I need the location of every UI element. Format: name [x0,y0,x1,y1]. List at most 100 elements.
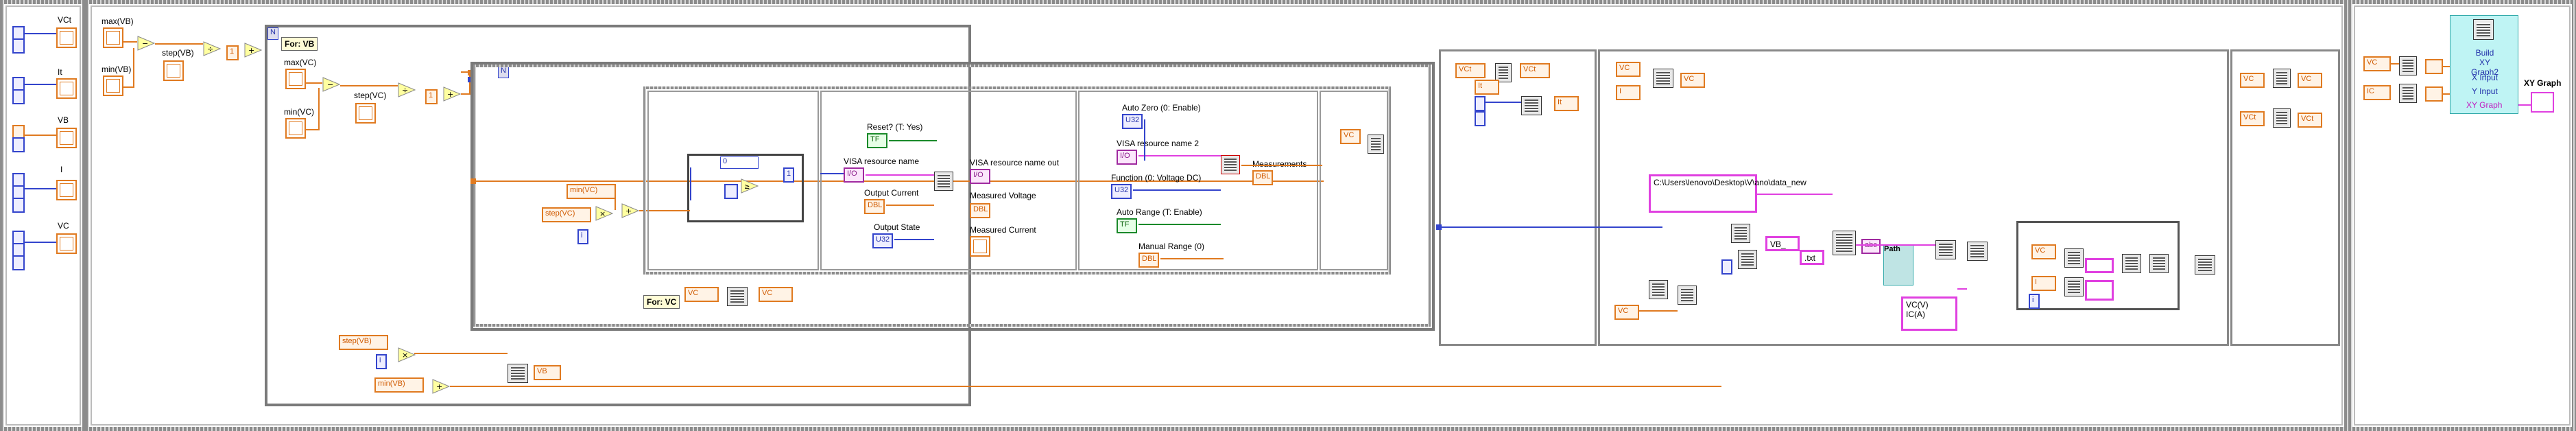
vc-local-frame4[interactable]: VC [1340,129,1361,144]
ic-graph-local[interactable]: IC [2363,85,2391,100]
output-current-control[interactable]: DBL [864,199,885,214]
right-frame-3 [2230,49,2340,346]
auto-zero-control[interactable]: U32 [1122,114,1143,129]
vb-string-constant[interactable]: VB_ [1765,236,1800,251]
left-inner-frame [5,5,81,426]
ext-string-constant[interactable]: .txt [1800,250,1824,265]
min-vb-local[interactable]: min(VB) [374,377,424,393]
reset-control[interactable]: TF [867,133,887,148]
vb-index-2[interactable] [12,137,25,152]
const-one[interactable]: 1 [226,45,239,60]
vct-array-indicator[interactable] [56,27,77,48]
step-vb-local[interactable]: step(VB) [339,335,388,350]
vb-array-indicator[interactable] [56,128,77,148]
wire [461,71,470,73]
i-index-3[interactable] [12,198,25,213]
last-vct-local[interactable]: VCt [2240,111,2265,126]
loop-count-const[interactable]: 1 [783,167,794,183]
write-file-node [1967,242,1988,261]
last-vc-local-out[interactable]: VC [2298,73,2322,88]
vb-local[interactable]: VB [534,365,561,380]
index-1[interactable] [1475,96,1486,111]
vct-local-out[interactable]: VCt [1520,63,1550,78]
measured-current-indicator[interactable] [970,236,990,257]
vc-local-right-b[interactable]: VC [1614,305,1639,320]
keithley-vi[interactable] [934,172,953,191]
wire [2443,93,2450,95]
vc-local-2[interactable]: VC [759,287,793,302]
vc-index-3[interactable] [12,255,25,270]
loop-index [724,184,738,199]
min-vc-control[interactable] [285,118,306,139]
visa-resource-control[interactable]: I/O [844,167,864,183]
build-xy-icon [2473,19,2494,40]
subtract-node-2: − [322,77,341,92]
step-vc-local[interactable]: step(VC) [542,207,591,222]
vc-array-indicator[interactable] [56,233,77,254]
min-vc-local[interactable]: min(VC) [567,184,616,199]
vc-local-loop[interactable]: VC [2031,244,2056,259]
wire [1133,189,1221,191]
it-array-indicator[interactable] [56,78,77,99]
numeric-const-zero[interactable]: 0 [720,156,759,169]
build-xy-title: Build XY Graph2 [2470,48,2499,77]
vct-index-2[interactable] [12,38,25,54]
compare-node: ≥ [741,178,759,194]
manual-range-control[interactable]: DBL [1138,253,1159,268]
svg-text:−: − [142,39,148,48]
wire [469,71,470,95]
i-local-loop[interactable]: I [2031,276,2056,291]
it-index-2[interactable] [12,89,25,104]
sub-frame-2 [820,91,1077,270]
measurements-indicator[interactable]: DBL [1252,170,1273,185]
function-control[interactable]: U32 [1111,184,1132,199]
max-vb-control[interactable] [103,27,123,48]
min-vb-control[interactable] [103,75,123,96]
visa-out-indicator[interactable]: I/O [970,169,990,184]
svg-text:+: + [436,382,442,391]
wire [615,191,616,210]
it-local[interactable]: It [1475,80,1499,95]
path-constant[interactable]: C:\Users\lenovo\Desktop\V\ano\data_new [1649,174,1806,213]
add-node: + [244,43,263,58]
index-3[interactable] [1721,259,1732,275]
i-local-right[interactable]: I [1616,85,1641,100]
vc-local-1[interactable]: VC [684,287,719,302]
concat-output: abc [1861,239,1881,254]
vc-graph-local[interactable]: VC [2363,56,2391,71]
step-vc-control[interactable] [355,103,376,124]
index-2[interactable] [1475,111,1486,126]
max-vc-control[interactable] [285,69,306,89]
min-vb-label: min(VB) [102,65,132,74]
vct-local[interactable]: VCt [1455,63,1486,78]
last-vct-local-out[interactable]: VCt [2298,113,2322,128]
vc-local-right-out[interactable]: VC [1680,73,1705,88]
replace-array-node [727,287,748,306]
manual-range-label: Manual Range (0) [1138,242,1205,251]
build-array-right-1 [1495,63,1512,82]
wire [1957,288,1967,290]
last-vc-local[interactable]: VC [2240,73,2265,88]
header-string-constant[interactable]: VC(V) IC(A) [1901,296,1957,331]
auto-range-control[interactable]: TF [1117,218,1137,233]
output-state-control[interactable]: U32 [872,233,893,248]
index-array-node [1521,96,1542,115]
wire [1144,119,1145,161]
it-local-out[interactable]: It [1554,96,1579,111]
measured-voltage-indicator[interactable]: DBL [970,203,990,218]
build-array-right-4 [2273,108,2291,128]
multiply-node-2: × [398,347,416,362]
i-array-indicator[interactable] [56,180,77,200]
wire [1241,165,1322,166]
step-vb-control[interactable] [163,60,184,81]
svg-text:×: × [402,351,408,360]
visa-resource-2-control[interactable]: I/O [1117,150,1137,165]
vct-label: VCt [58,15,72,25]
for-vc-note: For: VC [643,295,680,309]
vb-label: VB [58,115,69,125]
const-one-vc[interactable]: 1 [425,89,438,104]
xy-graph-indicator[interactable] [2531,92,2554,113]
dmm-vi[interactable] [1221,155,1240,174]
number-to-string-node [1738,250,1757,269]
vc-local-right[interactable]: VC [1616,62,1641,77]
